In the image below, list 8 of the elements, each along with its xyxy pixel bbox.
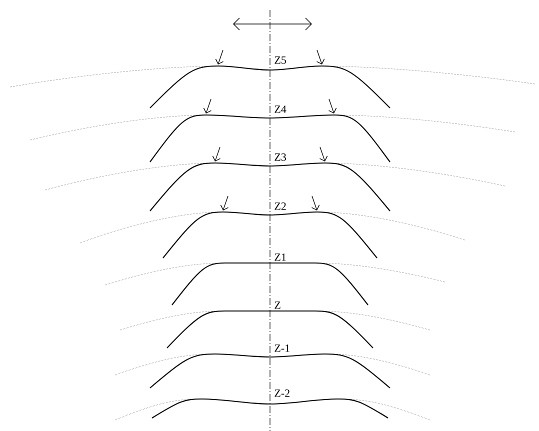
level-label: Z-1 [274, 344, 290, 352]
level-label: Z4 [274, 106, 286, 113]
level-label: Z [274, 302, 280, 309]
level-label: Z3 [274, 153, 286, 161]
level-label: Z5 [274, 56, 286, 64]
level-label: Z2 [274, 202, 286, 210]
level-label: Z-2 [274, 390, 290, 397]
level-label: Z1 [274, 254, 286, 261]
